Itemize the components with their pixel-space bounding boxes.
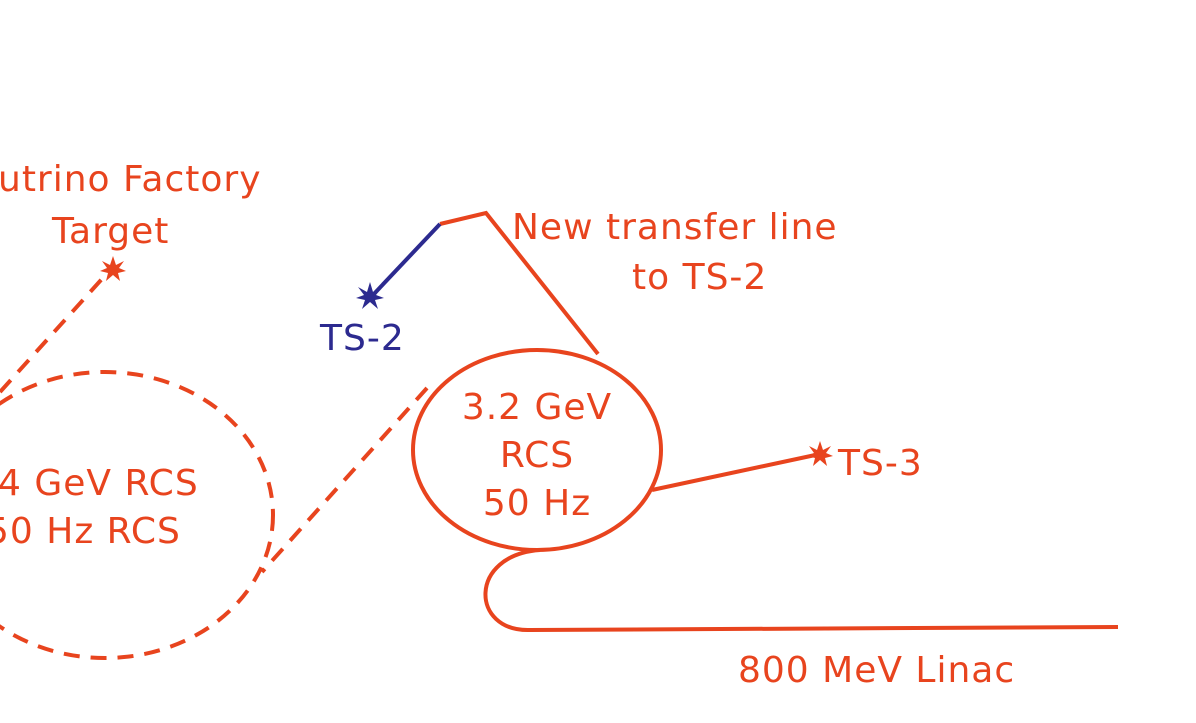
rcs-link-dashed-line [260, 386, 429, 574]
ts3-beamline [651, 452, 821, 492]
rcs4-label-line1: 4 GeV RCS [0, 463, 199, 504]
transfer-line-label-line2: to TS-2 [632, 257, 768, 298]
rcs32-label-line2: RCS [499, 435, 575, 476]
transfer-line-label-line1: New transfer line [512, 207, 838, 248]
linac-label: 800 MeV Linac [738, 650, 1016, 691]
linac-beamline [483, 548, 1119, 633]
new-transfer-line [439, 210, 600, 356]
rcs32-label-line1: 3.2 GeV [461, 387, 613, 428]
ts2-label: TS-2 [320, 318, 405, 359]
nf-target-starburst-icon [100, 256, 126, 281]
ts2-beamline [370, 222, 442, 298]
ts2-starburst-icon [356, 282, 384, 309]
ts3-starburst-icon [807, 441, 833, 466]
nf-target-label-line2: Target [52, 211, 170, 252]
nf-target-label-line1: utrino Factory [0, 159, 262, 200]
rcs-4gev-ring [0, 370, 275, 660]
nf-target-dashed-line [0, 268, 112, 394]
ts3-label: TS-3 [838, 443, 923, 484]
rcs32-label-line3: 50 Hz [482, 483, 592, 524]
rcs4-label-line2: 50 Hz RCS [0, 511, 181, 552]
